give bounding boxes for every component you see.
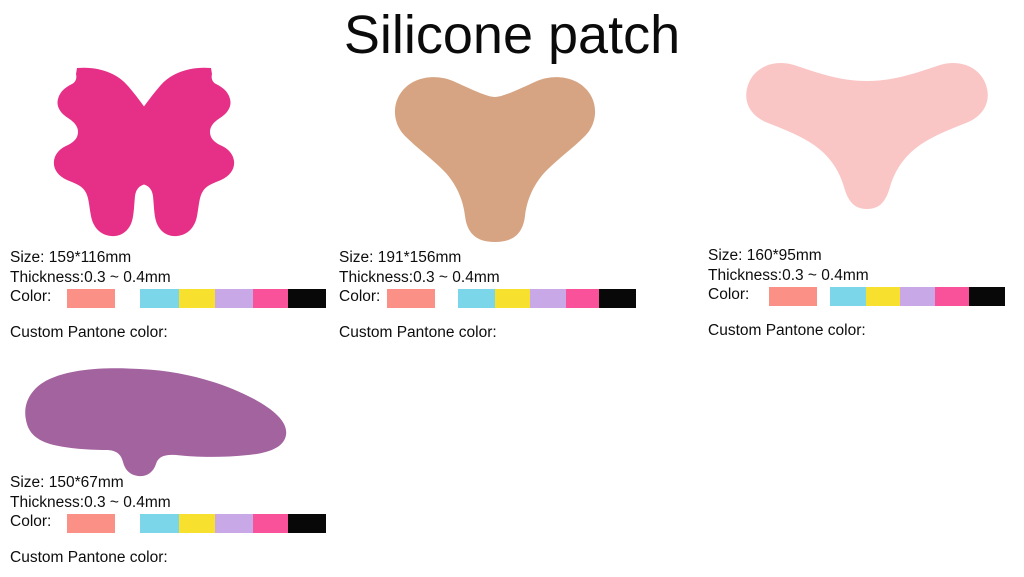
color-swatch-salmon[interactable] <box>67 514 115 533</box>
color-swatch-yellow[interactable] <box>495 289 530 308</box>
size-line: Size: 160*95mm <box>708 247 822 264</box>
color-swatch-salmon[interactable] <box>67 289 115 308</box>
color-swatch-cyan[interactable] <box>140 514 179 533</box>
color-swatch-black[interactable] <box>969 287 1005 306</box>
size-line: Size: 191*156mm <box>339 249 462 266</box>
size-line: Size: 150*67mm <box>10 474 124 491</box>
color-swatch-black[interactable] <box>288 289 326 308</box>
color-swatch-strip <box>140 514 326 533</box>
pantone-line: Custom Pantone color: <box>10 549 168 566</box>
color-label: Color: <box>10 288 52 305</box>
color-row: Color: <box>10 287 326 309</box>
color-label: Color: <box>708 286 750 303</box>
product-specs-butterfly-wing-patch: Size: 159*116mm Thickness:0.3 ~ 0.4mm Co… <box>10 248 326 343</box>
color-swatch-cyan[interactable] <box>458 289 495 308</box>
color-swatch-lavender[interactable] <box>215 289 253 308</box>
pantone-line: Custom Pantone color: <box>10 324 168 341</box>
thickness-line: Thickness:0.3 ~ 0.4mm <box>10 493 171 511</box>
color-label: Color: <box>10 513 52 530</box>
color-swatch-black[interactable] <box>288 514 326 533</box>
color-swatch-pink[interactable] <box>935 287 969 306</box>
color-swatch-yellow[interactable] <box>179 289 215 308</box>
color-swatch-yellow[interactable] <box>179 514 215 533</box>
product-specs-forehead-patch: Size: 150*67mm Thickness:0.3 ~ 0.4mm Col… <box>10 473 326 568</box>
color-row: Color: <box>708 285 1005 307</box>
color-swatch-strip <box>140 289 326 308</box>
product-card-chest-decollete-patch: Size: 160*95mm Thickness:0.3 ~ 0.4mm Col… <box>700 50 1024 340</box>
color-swatch-salmon[interactable] <box>387 289 435 308</box>
color-swatch-lavender[interactable] <box>530 289 566 308</box>
pantone-line: Custom Pantone color: <box>339 324 497 341</box>
product-card-forehead-patch: Size: 150*67mm Thickness:0.3 ~ 0.4mm Col… <box>0 365 330 577</box>
forehead-patch-image <box>8 365 298 477</box>
color-swatch-salmon[interactable] <box>769 287 817 306</box>
color-swatch-black[interactable] <box>599 289 636 308</box>
chin-neck-patch-image <box>375 72 615 247</box>
product-card-chin-neck-patch: Size: 191*156mm Thickness:0.3 ~ 0.4mm Co… <box>335 60 665 350</box>
color-row: Color: <box>339 287 636 309</box>
thickness-line: Thickness:0.3 ~ 0.4mm <box>10 268 171 286</box>
color-swatch-cyan[interactable] <box>140 289 179 308</box>
right-wing-shape <box>100 67 235 237</box>
product-specs-chest-decollete-patch: Size: 160*95mm Thickness:0.3 ~ 0.4mm Col… <box>708 246 1005 341</box>
pantone-line: Custom Pantone color: <box>708 322 866 339</box>
color-swatch-pink[interactable] <box>566 289 599 308</box>
color-swatch-lavender[interactable] <box>900 287 935 306</box>
color-swatch-strip <box>458 289 636 308</box>
thickness-line: Thickness:0.3 ~ 0.4mm <box>708 266 869 284</box>
color-swatch-lavender[interactable] <box>215 514 253 533</box>
size-line: Size: 159*116mm <box>10 249 132 266</box>
butterfly-wing-pair-patch-image <box>14 60 274 240</box>
thickness-line: Thickness:0.3 ~ 0.4mm <box>339 268 500 286</box>
color-row: Color: <box>10 512 326 534</box>
chest-decollete-patch-image <box>740 55 995 215</box>
color-swatch-pink[interactable] <box>253 289 288 308</box>
product-card-butterfly-wing-patch: Size: 159*116mm Thickness:0.3 ~ 0.4mm Co… <box>0 60 330 350</box>
color-swatch-strip <box>830 287 1005 306</box>
color-swatch-pink[interactable] <box>253 514 288 533</box>
color-swatch-cyan[interactable] <box>830 287 866 306</box>
product-specs-chin-neck-patch: Size: 191*156mm Thickness:0.3 ~ 0.4mm Co… <box>339 248 636 343</box>
color-swatch-yellow[interactable] <box>866 287 900 306</box>
page-title: Silicone patch <box>343 5 681 65</box>
color-label: Color: <box>339 288 381 305</box>
